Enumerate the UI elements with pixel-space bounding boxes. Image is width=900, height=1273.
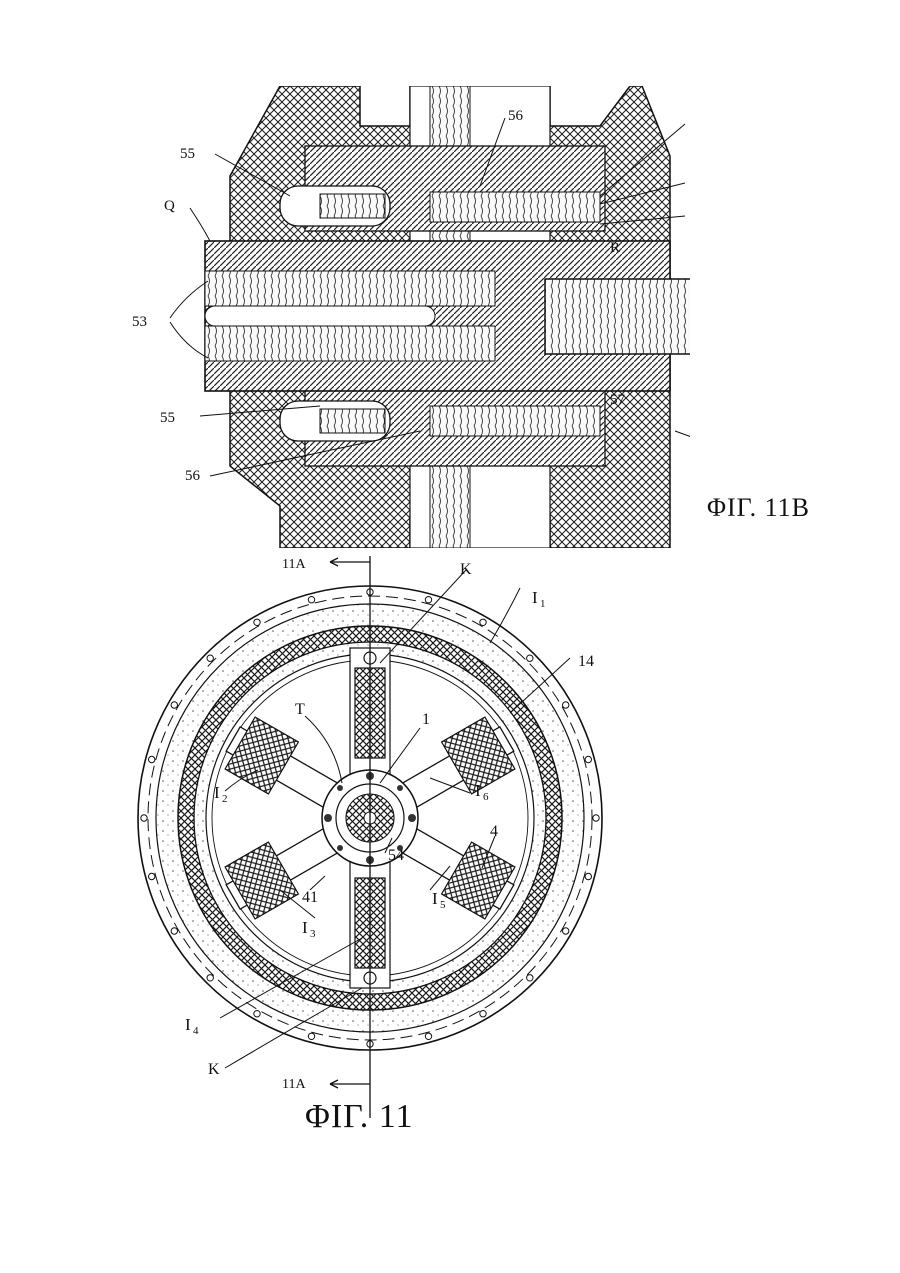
label-11a-top: 11A	[282, 557, 306, 572]
label-1: 1	[422, 711, 430, 728]
label-54: 54	[388, 847, 404, 864]
label-53: 53	[132, 314, 147, 330]
drive-shaft	[545, 279, 690, 354]
bolt-hole	[527, 655, 533, 661]
figure-11b: 56 58 55 59 Q 42 R 53 55 57 U 56	[130, 86, 690, 548]
label-11a-bottom: 11A	[282, 1077, 306, 1092]
figure-11b-drawing: 56 58 55 59 Q 42 R 53 55 57 U 56	[130, 86, 690, 548]
figure-11: 11A K I 1 14 T 1 I 2 I 6 4 54 41 I 3 I 5…	[130, 548, 730, 1138]
label-i5-sub: 5	[440, 899, 446, 911]
bolt-hole	[207, 655, 213, 661]
bolt-hole	[171, 702, 177, 708]
label-55-top: 55	[180, 146, 195, 162]
bolt-hole	[207, 975, 213, 981]
label-i6: I	[475, 781, 481, 800]
bolt-hole	[308, 597, 314, 603]
label-k-top: K	[460, 561, 472, 578]
label-i3: I	[302, 918, 308, 937]
label-r: R	[610, 240, 620, 256]
label-i2: I	[214, 783, 220, 802]
bolt-hole	[480, 619, 486, 625]
label-i3-sub: 3	[310, 928, 316, 940]
label-4: 4	[490, 823, 498, 840]
bolt-hole	[585, 756, 591, 762]
label-k-bottom: K	[208, 1061, 220, 1078]
bolt-hole	[593, 815, 599, 821]
label-i5: I	[432, 889, 438, 908]
bolt-hole	[425, 597, 431, 603]
label-i1-sub: 1	[540, 598, 546, 610]
bolt-hole	[171, 928, 177, 934]
bolt-hole	[141, 815, 147, 821]
label-41: 41	[302, 889, 318, 906]
label-i6-sub: 6	[483, 791, 489, 803]
bolt-hole	[585, 873, 591, 879]
label-56-top: 56	[508, 108, 524, 124]
bolt-hole	[149, 756, 155, 762]
label-14: 14	[578, 653, 594, 670]
bolt-hole	[149, 873, 155, 879]
label-t: T	[295, 701, 305, 718]
figure-11-caption: ΦΙΓ. 11	[305, 1098, 414, 1136]
bolt-hole	[563, 928, 569, 934]
label-i2-sub: 2	[222, 793, 228, 805]
label-q: Q	[164, 198, 175, 214]
figure-11-drawing: 11A K I 1 14 T 1 I 2 I 6 4 54 41 I 3 I 5…	[130, 548, 730, 1138]
label-i1: I	[532, 588, 538, 607]
label-56-bottom: 56	[185, 468, 201, 484]
bolt-hole	[480, 1011, 486, 1017]
bolt-hole	[308, 1033, 314, 1039]
label-57: 57	[610, 392, 626, 408]
label-i4-sub: 4	[193, 1025, 199, 1037]
bolt-hole	[527, 975, 533, 981]
bolt-hole	[425, 1033, 431, 1039]
label-i4: I	[185, 1015, 191, 1034]
figure-11b-caption: ΦΙΓ. 11B	[707, 493, 810, 523]
bolt-hole	[254, 619, 260, 625]
label-55-bottom: 55	[160, 410, 175, 426]
bolt-hole	[254, 1011, 260, 1017]
bolt-hole	[563, 702, 569, 708]
